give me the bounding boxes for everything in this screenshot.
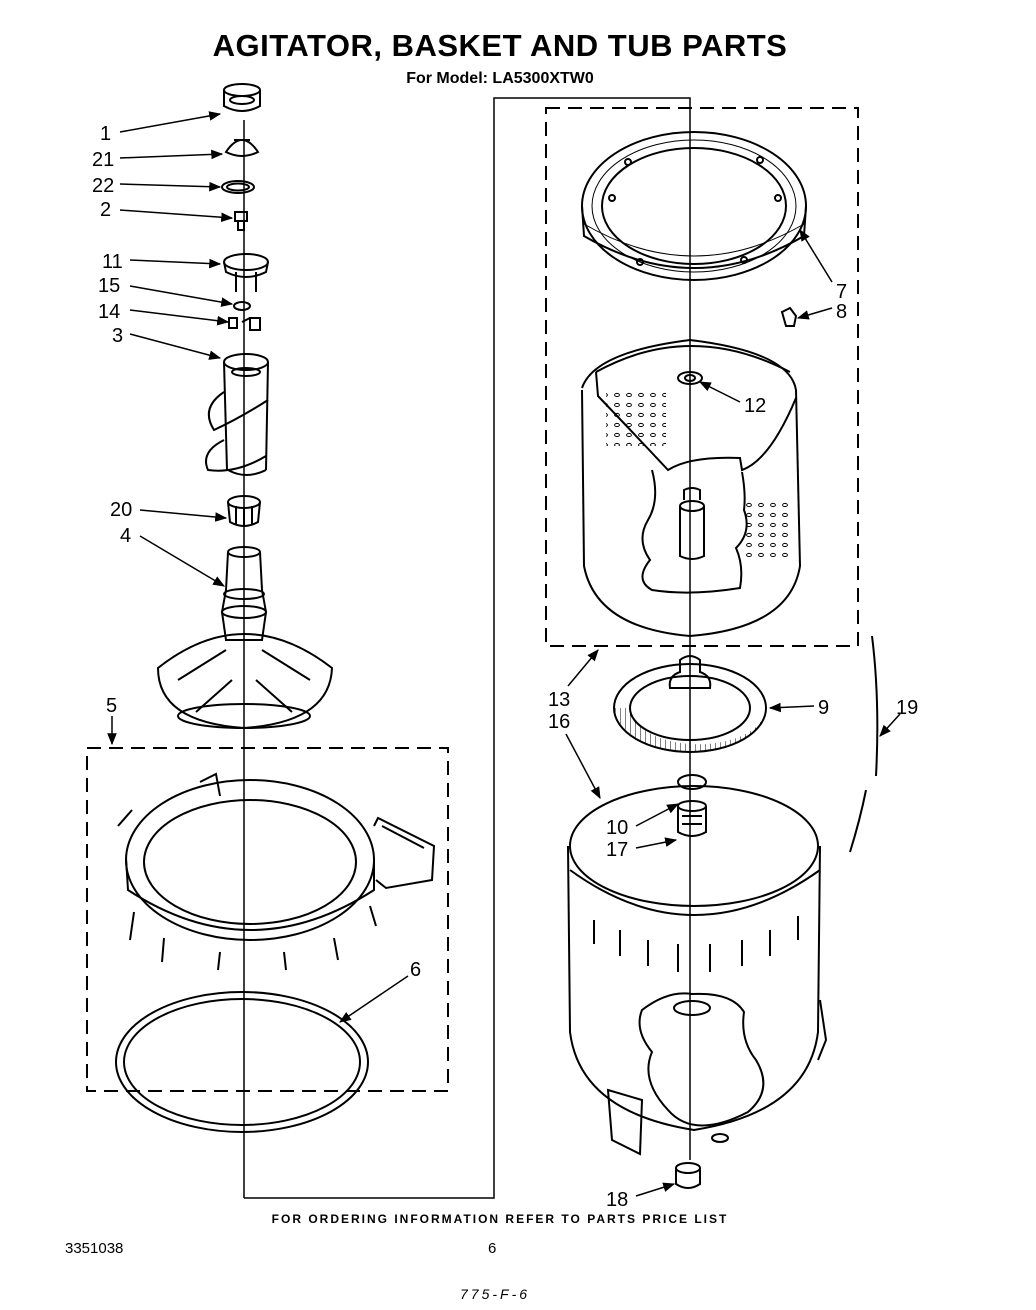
callout-2: 2 [100,199,111,221]
part-clip [780,306,798,327]
part-outer-tub [567,785,828,1156]
leader-18 [635,1182,676,1197]
leader-14 [129,309,230,326]
callout-20: 20 [110,499,132,521]
leader-9 [768,702,815,713]
document-number: 3351038 [65,1240,124,1257]
callout-16: 16 [548,711,570,733]
part-stud [234,211,248,231]
leader-22 [119,181,222,192]
model-subtitle: For Model: LA5300XTW0 [406,70,594,87]
leader-8 [796,307,833,320]
part-agitator-cap [223,83,261,112]
leader-15 [129,285,234,307]
leader-7 [799,228,833,283]
part-dog-ear-cam [223,253,269,292]
callout-17: 17 [606,839,628,861]
callout-11: 11 [102,251,123,273]
leader-11 [129,258,222,269]
callout-18: 18 [606,1189,628,1211]
leader-17 [635,837,678,849]
callout-22: 22 [92,175,114,197]
leader-20 [139,509,228,522]
part-gasket [115,991,369,1133]
leader-10 [635,803,680,827]
part-basket-ring [581,131,807,281]
part-drive-bell [227,495,261,527]
part-cap-liner [224,139,260,157]
callout-12: 12 [744,395,766,417]
part-seal-ring [221,180,255,194]
part-agitator-base [156,546,334,730]
part-hub-seal [613,655,767,753]
leader-12 [698,381,741,403]
assembly-box-tub-ring [86,747,449,1092]
handwritten-note: 775-F-6 [460,1286,531,1302]
callout-3: 3 [112,325,123,347]
part-washer [233,301,251,311]
leader-2 [119,209,234,223]
callout-9: 9 [818,697,829,719]
leader-21 [119,149,224,160]
part-tub-ring [117,772,436,971]
callout-13: 13 [548,689,570,711]
leader-6 [339,975,409,1023]
callout-10: 10 [606,817,628,839]
callout-1: 1 [100,123,111,145]
page-number: 6 [488,1240,497,1257]
part-agitator-auger [205,353,269,476]
callout-7: 7 [836,281,847,303]
ordering-info-note: FOR ORDERING INFORMATION REFER TO PARTS … [271,1212,729,1226]
callout-14: 14 [98,301,120,323]
part-basket [581,338,802,638]
callout-6: 6 [410,959,421,981]
part-hose [849,635,879,853]
leader-3 [129,333,222,360]
part-retaining-ring [677,774,707,790]
callout-4: 4 [120,525,131,547]
callout-19: 19 [896,697,918,719]
callout-8: 8 [836,301,847,323]
assembly-box-basket [545,107,859,647]
callout-21: 21 [92,149,114,171]
part-basket-nut [677,371,703,385]
leader-4 [139,535,226,587]
part-drain-fitting [675,1162,701,1189]
leader-19 [879,713,901,737]
leader-13 [567,649,599,687]
centerline-connector [244,97,691,1199]
callout-15: 15 [98,275,120,297]
part-spin-seal [677,800,707,837]
page-title: AGITATOR, BASKET AND TUB PARTS [212,28,788,63]
leader-16 [565,733,601,800]
callout-5: 5 [106,695,117,717]
leader-1 [119,111,222,133]
